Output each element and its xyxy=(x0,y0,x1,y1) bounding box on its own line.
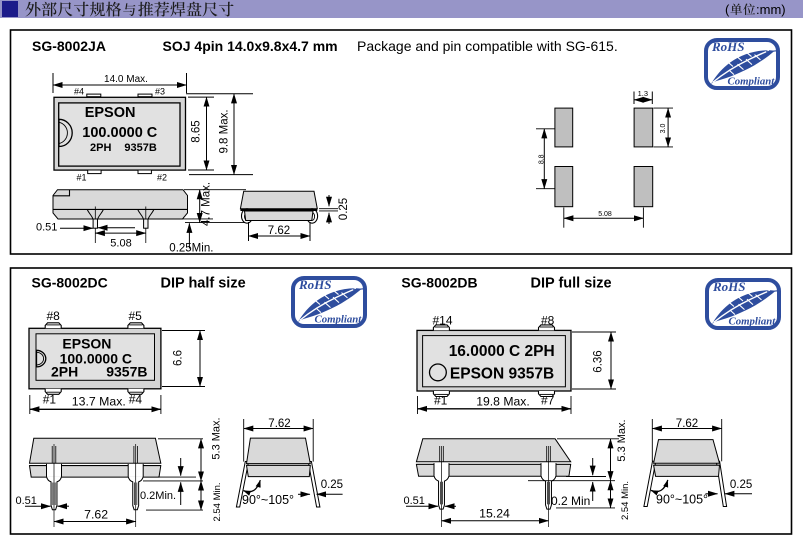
svg-text:14.0 Max.: 14.0 Max. xyxy=(104,74,148,85)
svg-text:0.51: 0.51 xyxy=(404,495,425,507)
svg-text:SG-8002DB: SG-8002DB xyxy=(401,275,477,291)
svg-text:13.7 Max.: 13.7 Max. xyxy=(72,395,126,409)
svg-text:#1: #1 xyxy=(77,173,87,183)
svg-text:EPSON: EPSON xyxy=(85,105,136,121)
svg-text:0.25: 0.25 xyxy=(730,479,752,491)
svg-text:#4: #4 xyxy=(129,392,143,406)
svg-text:#5: #5 xyxy=(129,309,143,323)
svg-text:#14: #14 xyxy=(433,314,453,328)
svg-text:0.2 Min: 0.2 Min xyxy=(551,494,590,508)
svg-text:0.25: 0.25 xyxy=(338,198,350,220)
svg-text:5.08: 5.08 xyxy=(598,211,612,218)
svg-text:SOJ 4pin 14.0x9.8x4.7 mm: SOJ 4pin 14.0x9.8x4.7 mm xyxy=(163,38,338,54)
svg-text:#2: #2 xyxy=(157,173,167,183)
svg-text:5.3 Max.: 5.3 Max. xyxy=(210,417,222,459)
svg-text:5.08: 5.08 xyxy=(110,237,131,249)
svg-text:SG-8002JA: SG-8002JA xyxy=(32,38,106,54)
svg-text:4.7 Max.: 4.7 Max. xyxy=(201,182,213,226)
svg-text:7.62: 7.62 xyxy=(268,418,290,430)
svg-text:9357B: 9357B xyxy=(106,363,147,379)
svg-text:#8: #8 xyxy=(541,314,555,328)
svg-text:5.3 Max.: 5.3 Max. xyxy=(616,419,628,461)
svg-text:EPSON 9357B: EPSON 9357B xyxy=(450,365,554,382)
svg-text:19.8 Max.: 19.8 Max. xyxy=(476,395,530,409)
svg-text:#8: #8 xyxy=(47,309,61,323)
svg-text:0.2Min.: 0.2Min. xyxy=(140,490,176,502)
svg-text:7.62: 7.62 xyxy=(84,508,108,522)
svg-text:#4: #4 xyxy=(74,87,84,97)
svg-text:2PH: 2PH xyxy=(51,363,78,379)
svg-text:16.0000 C 2PH: 16.0000 C 2PH xyxy=(449,343,555,360)
svg-text:7.62: 7.62 xyxy=(676,418,698,430)
svg-text:6.6: 6.6 xyxy=(173,350,185,366)
svg-text:9.8 Max.: 9.8 Max. xyxy=(219,109,231,153)
svg-text:(: ( xyxy=(725,2,730,17)
svg-text:2.54 Min.: 2.54 Min. xyxy=(212,482,223,521)
svg-text:8.8: 8.8 xyxy=(538,154,545,164)
svg-text:100.0000 C: 100.0000 C xyxy=(82,125,158,141)
svg-text:0.25: 0.25 xyxy=(321,479,343,491)
svg-text:2PH: 2PH xyxy=(90,142,111,154)
svg-text:0.25Min.: 0.25Min. xyxy=(169,243,213,255)
svg-text:7.62: 7.62 xyxy=(268,225,290,237)
svg-text:3.0: 3.0 xyxy=(660,124,667,134)
svg-text:8.65: 8.65 xyxy=(191,120,203,142)
svg-text:#3: #3 xyxy=(155,87,165,97)
svg-text:0.51: 0.51 xyxy=(36,221,57,233)
svg-text:9357B: 9357B xyxy=(124,142,156,154)
svg-text:Package and pin compatible wit: Package and pin compatible with SG-615. xyxy=(357,38,618,54)
svg-text:90°~105°: 90°~105° xyxy=(656,493,708,507)
svg-text:15.24: 15.24 xyxy=(479,506,510,520)
svg-text:100.0000 C: 100.0000 C xyxy=(60,351,132,367)
svg-text:6.36: 6.36 xyxy=(593,350,605,372)
svg-text:0.51: 0.51 xyxy=(16,495,37,507)
svg-text:#1: #1 xyxy=(43,392,57,406)
svg-text:2.54 Min.: 2.54 Min. xyxy=(620,481,631,520)
svg-text:1.3: 1.3 xyxy=(638,89,648,98)
svg-text::mm): :mm) xyxy=(756,2,786,17)
svg-text:#7: #7 xyxy=(541,393,555,407)
svg-text:90°~105°: 90°~105° xyxy=(242,493,294,507)
svg-text:#1: #1 xyxy=(434,393,448,407)
svg-text:SG-8002DC: SG-8002DC xyxy=(32,275,108,291)
svg-text:DIP full size: DIP full size xyxy=(531,276,612,292)
svg-text:DIP half size: DIP half size xyxy=(161,276,246,292)
svg-text:EPSON: EPSON xyxy=(62,335,111,351)
